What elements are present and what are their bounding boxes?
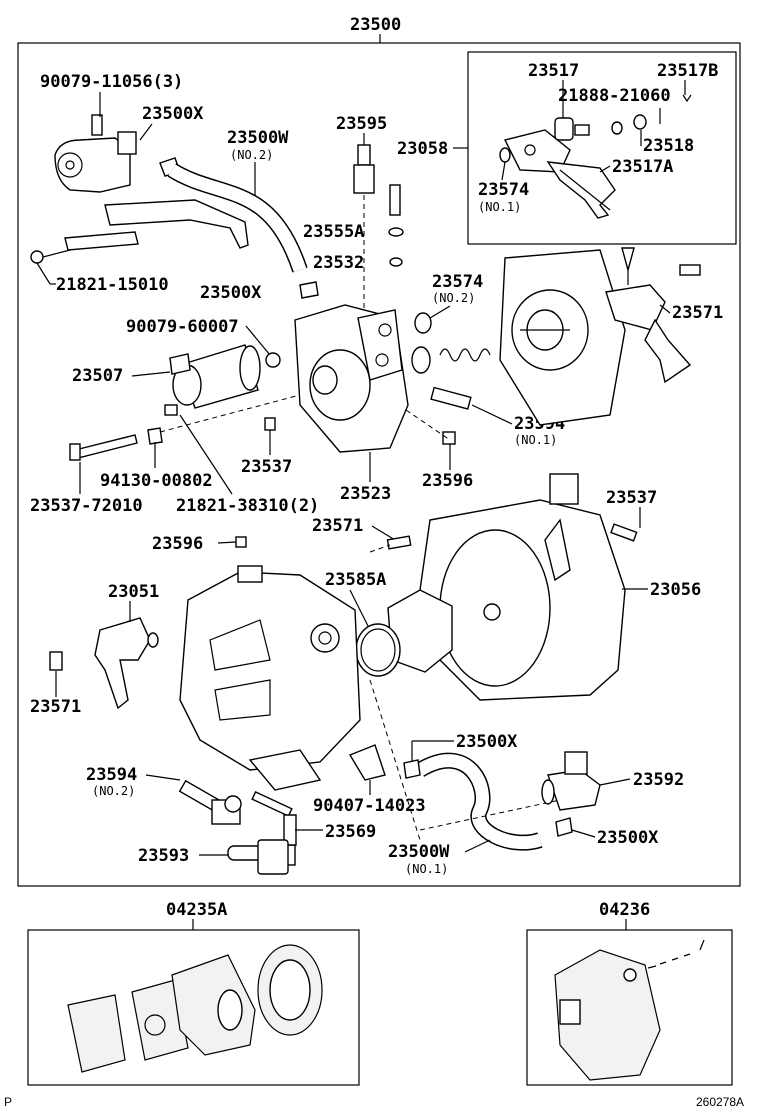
label-23500w-top[interactable]: 23500W (227, 128, 289, 148)
label-94130-00802[interactable]: 94130-00802 (100, 471, 213, 491)
sub-assembly-number[interactable]: 23058 (397, 139, 448, 159)
label-23500x-c[interactable]: 23500X (456, 732, 518, 752)
fittings-bottom-illustration (178, 744, 386, 875)
housing-23056-illustration (419, 473, 626, 701)
kit-04236-number[interactable]: 04236 (599, 900, 650, 920)
regulator-body-23523-illustration (294, 304, 409, 453)
label-23593[interactable]: 23593 (138, 846, 189, 866)
bracket-part-illustration (30, 114, 308, 273)
label-90407-14023[interactable]: 90407-14023 (313, 796, 426, 816)
label-23571-a[interactable]: 23571 (672, 303, 723, 323)
label-23585a[interactable]: 23585A (325, 570, 386, 590)
housing-body-illustration (179, 565, 361, 791)
label-23500x-a[interactable]: 23500X (142, 104, 204, 124)
label-23507[interactable]: 23507 (72, 366, 123, 386)
label-23596-b[interactable]: 23596 (152, 534, 203, 554)
label-23571-c[interactable]: 23571 (30, 697, 81, 717)
label-23574-a[interactable]: 23574 (478, 180, 529, 200)
label-23056[interactable]: 23056 (650, 580, 701, 600)
label-90079-11056[interactable]: 90079-11056(3) (40, 72, 183, 92)
label-23500w-top-note[interactable]: (NO.2) (230, 148, 273, 162)
label-23523[interactable]: 23523 (340, 484, 391, 504)
kit-04236-frame (526, 929, 733, 1086)
drawing-id: 260278A (696, 1095, 744, 1109)
valve-spring-illustration (405, 312, 491, 445)
label-23574-a-note[interactable]: (NO.1) (478, 200, 521, 214)
sub-assembly-illustration (499, 94, 692, 219)
label-23592[interactable]: 23592 (633, 770, 684, 790)
label-23532[interactable]: 23532 (313, 253, 364, 273)
label-23594-a-note[interactable]: (NO.1) (514, 433, 557, 447)
bolts-left-illustration (69, 394, 301, 461)
label-23537-a[interactable]: 23537 (241, 457, 292, 477)
fitting-23595-illustration (353, 144, 404, 310)
cover-23585a-illustration (355, 589, 453, 677)
label-23500w-bottom[interactable]: 23500W (388, 842, 450, 862)
label-23517b[interactable]: 23517B (657, 61, 718, 81)
label-23518[interactable]: 23518 (643, 136, 694, 156)
label-23574-b[interactable]: 23574 (432, 272, 483, 292)
diaphragm-cover-illustration (499, 249, 626, 426)
kit-04235a-number[interactable]: 04235A (166, 900, 227, 920)
kit-04235a-illustration (67, 944, 323, 1073)
label-23500x-d[interactable]: 23500X (597, 828, 659, 848)
elbow-23592-illustration (541, 751, 601, 837)
label-23555a[interactable]: 23555A (303, 222, 364, 242)
label-23596-a[interactable]: 23596 (422, 471, 473, 491)
label-23517[interactable]: 23517 (528, 61, 579, 81)
label-23537-b[interactable]: 23537 (606, 488, 657, 508)
label-23594-b-note[interactable]: (NO.2) (92, 784, 135, 798)
main-assembly-number[interactable]: 23500 (350, 15, 401, 35)
bracket-23051-illustration (49, 617, 159, 710)
footer-left-mark: P (4, 1095, 12, 1109)
label-23594-b[interactable]: 23594 (86, 765, 137, 785)
kit-04236-illustration (554, 939, 705, 1081)
label-23517a[interactable]: 23517A (612, 157, 673, 177)
label-23595[interactable]: 23595 (336, 114, 387, 134)
label-23574-b-note[interactable]: (NO.2) (432, 291, 475, 305)
actuator-23507-illustration (169, 344, 281, 409)
label-21821-38310[interactable]: 21821-38310(2) (176, 496, 319, 516)
label-90079-60007[interactable]: 90079-60007 (126, 317, 239, 337)
lever-23571-illustration (605, 247, 701, 384)
label-21888-21060[interactable]: 21888-21060 (558, 86, 671, 106)
label-23571-b[interactable]: 23571 (312, 516, 363, 536)
label-23537-72010[interactable]: 23537-72010 (30, 496, 143, 516)
label-23051[interactable]: 23051 (108, 582, 159, 602)
label-23500w-bottom-note[interactable]: (NO.1) (405, 862, 448, 876)
label-21821-15010[interactable]: 21821-15010 (56, 275, 169, 295)
main-assembly-frame (17, 42, 741, 887)
label-23500x-b[interactable]: 23500X (200, 283, 262, 303)
label-23569[interactable]: 23569 (325, 822, 376, 842)
